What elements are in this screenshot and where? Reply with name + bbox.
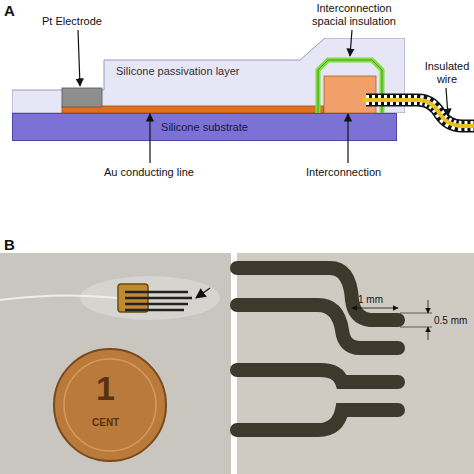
photo-left [0, 253, 231, 474]
leader-arrow [149, 114, 150, 163]
coin-rim [64, 359, 156, 451]
substrate-band: Silicone substrate [12, 113, 397, 141]
panel-letter: B [4, 236, 15, 254]
extension-line [400, 313, 432, 314]
leader-arrow [350, 30, 352, 56]
electrode-trace [237, 305, 398, 348]
panel-letter: A [4, 2, 15, 20]
layer-shape [12, 38, 405, 113]
passivation-layer: Silicone passivation layer [12, 38, 405, 113]
dimension-line [428, 300, 429, 313]
wire-core [362, 100, 474, 126]
wire-insulation [366, 100, 474, 126]
leader-arrow [446, 88, 448, 116]
wire [0, 295, 118, 300]
silicone-sheet [80, 276, 220, 320]
coin-text: CENT [92, 416, 119, 429]
leader-arrow [78, 30, 80, 86]
extension-line [400, 327, 432, 328]
part-label: Pt Electrode [42, 15, 102, 28]
dimension-label: 1 mm [358, 293, 383, 306]
layer-label: Silicone substrate [13, 121, 396, 134]
electrode-trace [237, 268, 398, 320]
photo-arrow [196, 288, 210, 298]
coin [54, 349, 166, 461]
electrode-trace [237, 370, 398, 382]
dimension-line [352, 308, 398, 309]
interconnection-block [324, 76, 376, 113]
dimension-label: 0.5 mm [434, 314, 467, 327]
photo-right [237, 253, 474, 474]
part-label: Interconnection [306, 166, 381, 179]
insulation-edge [318, 60, 382, 113]
device-traces [125, 292, 192, 310]
au-line [62, 106, 324, 113]
part-label: Interconnection spacial insulation [298, 2, 410, 28]
device-chip [118, 284, 148, 312]
insulation [318, 60, 382, 113]
leader-arrow [347, 114, 348, 163]
coin-text: 1 [96, 370, 115, 407]
part-label: Insulated wire [420, 60, 474, 86]
electrode-trace [237, 410, 398, 430]
part-label: Au conducting line [104, 166, 194, 179]
layer-label: Silicone passivation layer [116, 65, 240, 78]
dimension-line [428, 327, 429, 340]
wire-insulation-pattern [366, 100, 474, 126]
pt-electrode [62, 88, 102, 107]
